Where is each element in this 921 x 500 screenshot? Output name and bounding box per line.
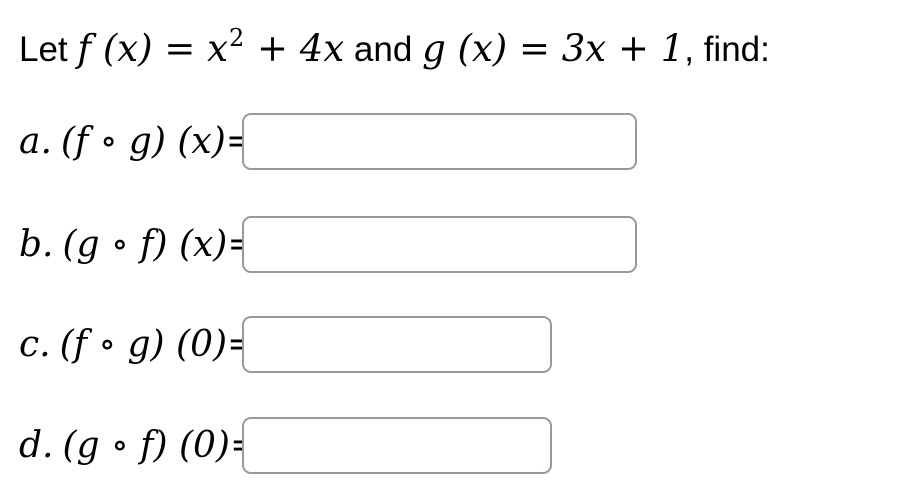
title-math-g: g (x) = 3x + 1 <box>422 27 685 70</box>
problem-expression-d: (g ∘ f) (0) <box>62 425 230 466</box>
page-title: Let f (x) = x2 + 4x and g (x) = 3x + 1, … <box>0 0 921 73</box>
problem-letter-d: d. <box>19 425 54 466</box>
problem-row-b: b. (g ∘ f) (x) = <box>19 216 921 273</box>
title-math-f: f (x) = x <box>77 27 228 70</box>
problem-expression-a: (f ∘ g) (x) <box>60 121 226 162</box>
problem-expression-b: (g ∘ f) (x) <box>62 224 228 265</box>
title-connector-text: and <box>344 30 423 69</box>
problem-lhs-b: b. (g ∘ f) (x) <box>19 224 227 265</box>
answer-input-c[interactable] <box>242 316 552 373</box>
problem-label-a: a. (f ∘ g) (x) = <box>19 121 256 162</box>
title-tail-text: , find: <box>684 30 770 69</box>
problem-row-d: d. (g ∘ f) (0) = <box>19 417 921 474</box>
answer-input-b[interactable] <box>242 216 637 273</box>
answer-input-d[interactable] <box>242 417 552 474</box>
problem-label-c: c. (f ∘ g) (0) = <box>19 324 257 365</box>
problem-lhs-d: d. (g ∘ f) (0) <box>19 425 230 466</box>
problem-row-c: c. (f ∘ g) (0) = <box>19 316 921 373</box>
title-math-f-exponent: 2 <box>228 24 245 52</box>
problem-row-a: a. (f ∘ g) (x) = <box>19 113 921 170</box>
problem-letter-b: b. <box>19 224 54 265</box>
problem-label-b: b. (g ∘ f) (x) = <box>19 224 258 265</box>
title-math-f-rest: + 4x <box>245 27 345 70</box>
problem-letter-a: a. <box>19 121 52 162</box>
answer-input-a[interactable] <box>242 113 637 170</box>
title-lead-text: Let <box>19 30 78 69</box>
problem-letter-c: c. <box>19 324 51 365</box>
problem-label-d: d. (g ∘ f) (0) = <box>19 425 260 466</box>
problem-lhs-a: a. (f ∘ g) (x) <box>19 121 226 162</box>
problem-lhs-c: c. (f ∘ g) (0) <box>19 324 227 365</box>
problem-expression-c: (f ∘ g) (0) <box>59 324 228 365</box>
